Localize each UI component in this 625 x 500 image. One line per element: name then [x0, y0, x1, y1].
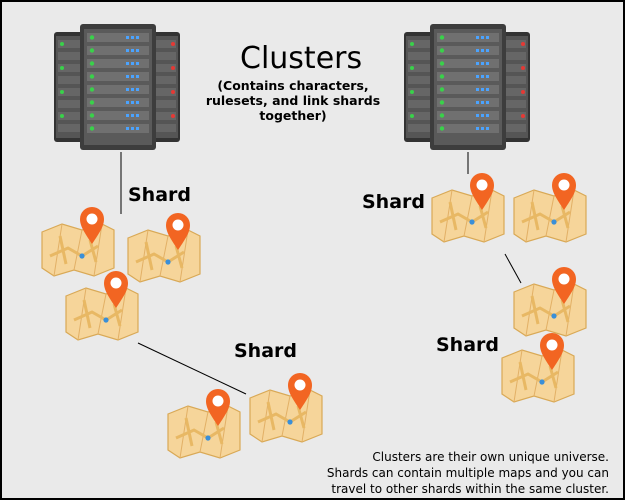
location-pin-icon: [104, 271, 128, 308]
map-icon: [249, 373, 323, 443]
map-icon: [431, 173, 505, 243]
footnote-line-1: Clusters are their own unique universe.: [372, 450, 609, 464]
shard-label-top-left: Shard: [128, 184, 192, 206]
footnote: Clusters are their own unique universe. …: [279, 449, 609, 497]
shard-label-bottom-middle: Shard: [234, 340, 298, 362]
clusters-subtitle: (Contains characters, rulesets, and link…: [205, 78, 381, 123]
location-pin-icon: [552, 267, 576, 304]
map-icon: [513, 173, 587, 243]
server-cluster-left-icon: [54, 24, 180, 150]
map-icon: [501, 333, 575, 403]
map-icon: [167, 389, 241, 459]
footnote-line-3: travel to other shards within the same c…: [331, 482, 609, 496]
shard-label-top-right: Shard: [362, 191, 426, 213]
map-icon: [41, 207, 115, 277]
map-icon: [513, 267, 587, 337]
map-icon: [127, 213, 201, 283]
location-pin-icon: [166, 213, 190, 250]
map-icon: [65, 271, 139, 341]
clusters-title: Clusters: [240, 41, 363, 76]
shard-link-line-right: [504, 253, 522, 284]
location-pin-icon: [206, 389, 230, 426]
location-pin-icon: [80, 207, 104, 244]
footnote-line-2: Shards can contain multiple maps and you…: [326, 466, 609, 480]
location-pin-icon: [540, 333, 564, 370]
location-pin-icon: [470, 173, 494, 210]
location-pin-icon: [288, 373, 312, 410]
shard-link-line-left: [137, 342, 247, 395]
location-pin-icon: [552, 173, 576, 210]
shard-label-bottom-right: Shard: [436, 334, 500, 356]
server-cluster-right-icon: [404, 24, 530, 150]
